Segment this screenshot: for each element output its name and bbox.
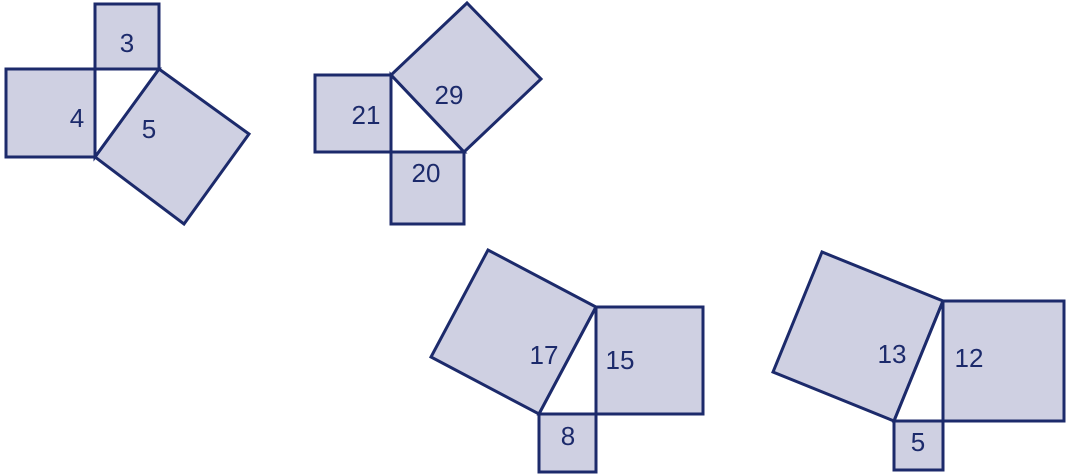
label-4: 4: [70, 103, 84, 133]
label-21: 21: [352, 100, 381, 130]
label-20: 20: [412, 158, 441, 188]
label-12: 12: [955, 343, 984, 373]
figure-8-15-17: 15 8 17: [428, 247, 705, 474]
label-3: 3: [120, 28, 134, 58]
triangle-3-4-5: [93, 67, 162, 162]
triangle-5-12-13: [891, 300, 945, 423]
figure-20-21-29: 21 20 29: [313, 0, 544, 226]
triangle-20-21-29: [389, 71, 468, 154]
label-5: 5: [142, 114, 156, 144]
label-29: 29: [435, 80, 464, 110]
figure-3-4-5: 3 4 5: [4, 2, 252, 227]
label-5b: 5: [911, 427, 925, 457]
triangle-8-15-17: [536, 306, 598, 416]
figure-5-12-13: 12 5 13: [771, 250, 1066, 472]
label-8: 8: [561, 421, 575, 451]
label-15: 15: [606, 345, 635, 375]
label-17: 17: [530, 340, 559, 370]
label-13: 13: [878, 339, 907, 369]
